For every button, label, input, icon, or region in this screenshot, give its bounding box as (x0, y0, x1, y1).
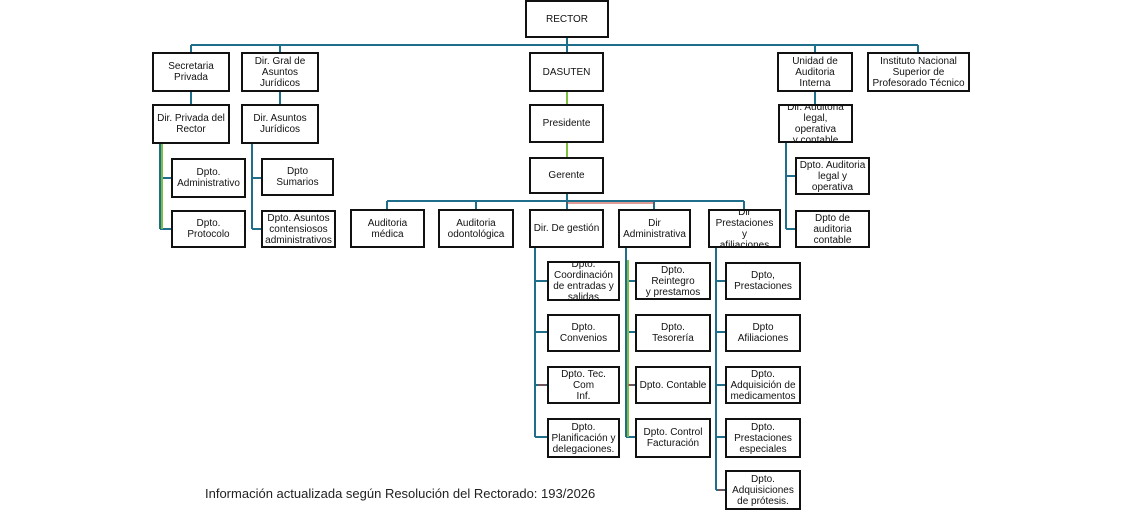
connector-dir-auditoria (785, 143, 795, 230)
node-dpto-contensiosos: Dpto. Asuntos contensiosos administrativ… (261, 210, 336, 248)
node-dpto-convenios: Dpto. Convenios (547, 314, 620, 352)
node-dir-administrativa: Dir Administrativa (618, 209, 691, 248)
node-dpto-afiliaciones: Dpto Afiliaciones (725, 314, 801, 352)
node-dir-auditoria: Dir. Auditoria legal, operativa y contab… (778, 104, 853, 143)
node-dasuten: DASUTEN (529, 52, 604, 92)
node-dpto-protocolo: Dpto. Protocolo (171, 210, 246, 248)
node-dpto-administrativo: Dpto. Administrativo (171, 158, 246, 198)
node-unidad-auditoria-interna: Unidad de Auditoria Interna (777, 52, 853, 92)
node-dpto-protesis: Dpto. Adquisiciones de prótesis. (725, 470, 801, 510)
node-dpto-auditoria-legal: Dpto. Auditoria legal y operativa (795, 157, 870, 195)
connector-dir-gestion (534, 248, 547, 438)
node-dpto-prestaciones: Dpto, Prestaciones (725, 262, 801, 300)
node-dpto-planificacion: Dpto. Planificación y delegaciones. (547, 418, 620, 458)
node-dpto-tec-com: Dpto. Tec. Com Inf. (547, 366, 620, 404)
connector-gerente-bus (386, 194, 745, 209)
node-dir-asuntos-juridicos: Dir. Asuntos Jurídicos (241, 104, 319, 144)
node-gerente: Gerente (529, 157, 604, 194)
node-dpto-tesoreria: Dpto. Tesorería (635, 314, 711, 352)
node-dpto-medicamentos: Dpto. Adquisición de medicamentos (725, 366, 801, 404)
node-dpto-contable: Dpto. Contable (635, 366, 711, 404)
node-dpto-control-facturacion: Dpto. Control Facturación (635, 418, 711, 458)
node-rector: RECTOR (525, 0, 609, 38)
node-secretaria-privada: Secretaria Privada (152, 52, 230, 92)
node-dir-gral-asuntos-juridicos: Dir. Gral de Asuntos Jurídicos (241, 52, 319, 92)
node-dpto-sumarios: Dpto Sumarios (261, 158, 334, 196)
node-dir-prestaciones: Dir Prestaciones y afiliaciones (708, 209, 781, 248)
node-presidente: Presidente (529, 104, 604, 143)
node-dir-privada-rector: Dir. Privada del Rector (152, 104, 230, 144)
node-dpto-reintegro: Dpto. Reintegro y prestamos (635, 262, 711, 300)
connector-dir-prestaciones (715, 248, 725, 491)
connector-dir-asuntos (251, 144, 261, 230)
node-dpto-coordinacion: Dpto. Coordinación de entradas y salidas (547, 261, 620, 301)
node-auditoria-medica: Auditoria médica (350, 209, 425, 248)
connector-rector-bus (190, 38, 919, 52)
node-dir-gestion: Dir. De gestión (529, 209, 604, 248)
node-dpto-auditoria-contable: Dpto de auditoria contable (795, 210, 870, 248)
node-auditoria-odontologica: Auditoria odontológica (438, 209, 514, 248)
node-instituto: Instituto Nacional Superior de Profesora… (867, 52, 970, 92)
footnote: Información actualizada según Resolución… (205, 486, 596, 501)
node-dpto-prestaciones-especiales: Dpto. Prestaciones especiales (725, 418, 801, 458)
connector-dir-administrativa (625, 248, 635, 438)
connector-red-accent (538, 202, 724, 491)
